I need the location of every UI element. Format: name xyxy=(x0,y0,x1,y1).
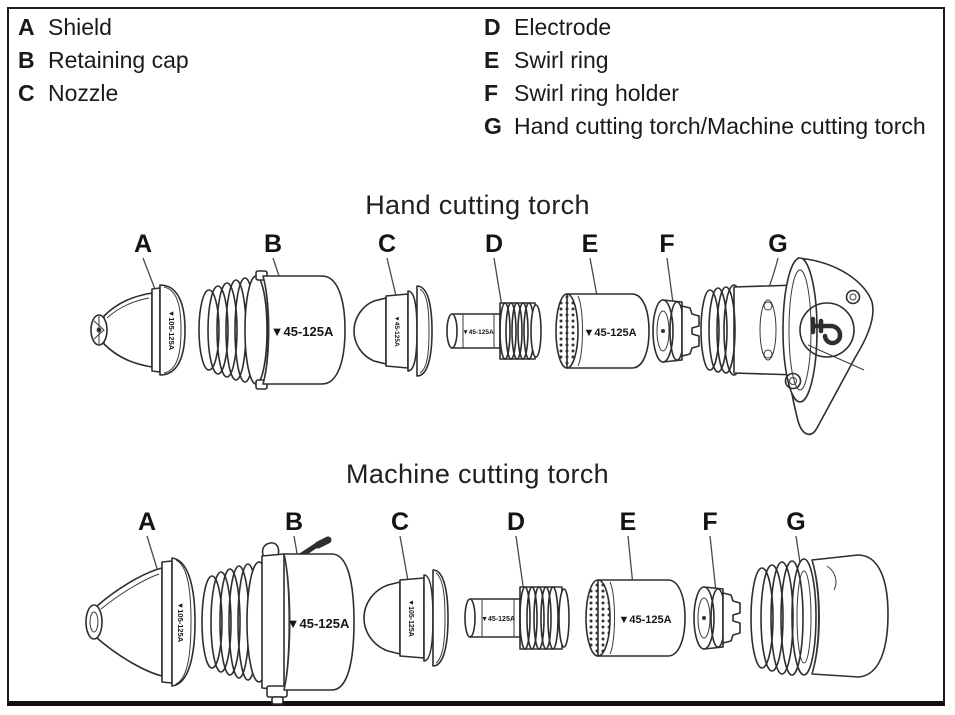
legend-item-swirl-ring: E Swirl ring xyxy=(484,44,930,77)
legend-item-electrode: D Electrode xyxy=(484,11,930,44)
hand-torch-diagram: A B C D E F G ▼105-125A xyxy=(90,230,874,436)
machine-label-g: G xyxy=(786,508,805,536)
machine-label-c: C xyxy=(391,508,409,536)
legend-label-electrode: Electrode xyxy=(514,14,612,40)
page-border xyxy=(7,7,945,706)
machine-nozzle-drawing: ▼105-125A xyxy=(363,569,449,667)
legend-label-retaining-cap: Retaining cap xyxy=(48,47,189,73)
legend-key-e: E xyxy=(484,47,500,73)
legend-item-swirl-ring-holder: F Swirl ring holder xyxy=(484,77,930,110)
hand-nozzle-drawing: ▼45-125A xyxy=(353,285,433,377)
legend-item-retaining-cap: B Retaining cap xyxy=(18,44,448,77)
legend-label-torch: Hand cutting torch/Machine cutting torch xyxy=(514,113,926,139)
hand-nozzle-marking: ▼45-125A xyxy=(393,315,400,347)
legend-label-nozzle: Nozzle xyxy=(48,80,119,106)
leader-line xyxy=(386,257,398,301)
hand-label-b: B xyxy=(264,230,282,258)
hand-swirl-ring-marking: ▼45-125A xyxy=(583,327,636,339)
machine-retaining-cap-marking: ▼45-125A xyxy=(287,616,350,631)
hand-retaining-cap-drawing: ▼45-125A xyxy=(198,270,346,390)
legend-key-d: D xyxy=(484,14,502,40)
legend-left-column: A Shield B Retaining cap C Nozzle xyxy=(18,11,448,110)
machine-label-f: F xyxy=(702,508,717,536)
hand-shield-marking: ▼105-125A xyxy=(167,310,176,351)
hand-retaining-cap-marking: ▼45-125A xyxy=(271,324,334,339)
brand-logo-glyph xyxy=(810,316,843,346)
legend-item-nozzle: C Nozzle xyxy=(18,77,448,110)
hand-label-e: E xyxy=(582,230,599,258)
machine-shield-marking: ▼105-125A xyxy=(176,602,185,643)
machine-shield-drawing: ▼105-125A xyxy=(85,557,196,687)
legend-label-swirl-ring: Swirl ring xyxy=(514,47,609,73)
hand-label-g: G xyxy=(768,230,787,258)
hand-swirl-ring-drawing: ▼45-125A xyxy=(555,293,650,369)
legend-label-shield: Shield xyxy=(48,14,112,40)
hand-section-title: Hand cutting torch xyxy=(365,190,590,220)
machine-nozzle-marking: ▼105-125A xyxy=(407,599,414,637)
machine-electrode-drawing: ▼45-125A xyxy=(464,586,570,650)
legend-right-column: D Electrode E Swirl ring F Swirl ring ho… xyxy=(484,11,930,143)
machine-swirl-ring-drawing: ▼45-125A xyxy=(585,579,686,657)
machine-swirl-ring-marking: ▼45-125A xyxy=(618,614,671,626)
legend-item-shield: A Shield xyxy=(18,11,448,44)
hand-swirl-ring-holder-drawing xyxy=(652,299,700,363)
machine-label-e: E xyxy=(620,508,637,536)
legend-key-b: B xyxy=(18,47,36,73)
legend-key-a: A xyxy=(18,14,36,40)
machine-electrode-marking: ▼45-125A xyxy=(481,616,515,623)
legend-key-c: C xyxy=(18,80,36,106)
machine-retaining-cap-drawing: ▼45-125A xyxy=(201,536,355,705)
machine-label-d: D xyxy=(507,508,525,536)
legend-key-f: F xyxy=(484,80,499,106)
machine-swirl-ring-holder-drawing xyxy=(693,586,741,650)
machine-torch-diagram: A B C D E F G ▼105-125A xyxy=(85,508,889,705)
legend-label-swirl-ring-holder: Swirl ring holder xyxy=(514,80,679,106)
hand-label-d: D xyxy=(485,230,503,258)
legend-key-g: G xyxy=(484,113,503,139)
machine-label-b: B xyxy=(285,508,303,536)
hand-label-f: F xyxy=(659,230,674,258)
machine-torch-body-drawing xyxy=(750,554,889,678)
hand-shield-drawing: ▼105-125A xyxy=(90,284,186,376)
hand-label-c: C xyxy=(378,230,396,258)
hand-torch-head-drawing xyxy=(700,257,874,436)
machine-label-a: A xyxy=(138,508,156,536)
hand-electrode-marking: ▼45-125A xyxy=(462,329,494,336)
leader-line xyxy=(666,257,674,304)
hand-label-a: A xyxy=(134,230,152,258)
leader-line xyxy=(709,535,717,593)
legend-item-torch: G Hand cutting torch/Machine cutting tor… xyxy=(484,110,930,143)
hand-electrode-drawing: ▼45-125A xyxy=(446,302,542,360)
machine-section-title: Machine cutting torch xyxy=(346,459,609,489)
